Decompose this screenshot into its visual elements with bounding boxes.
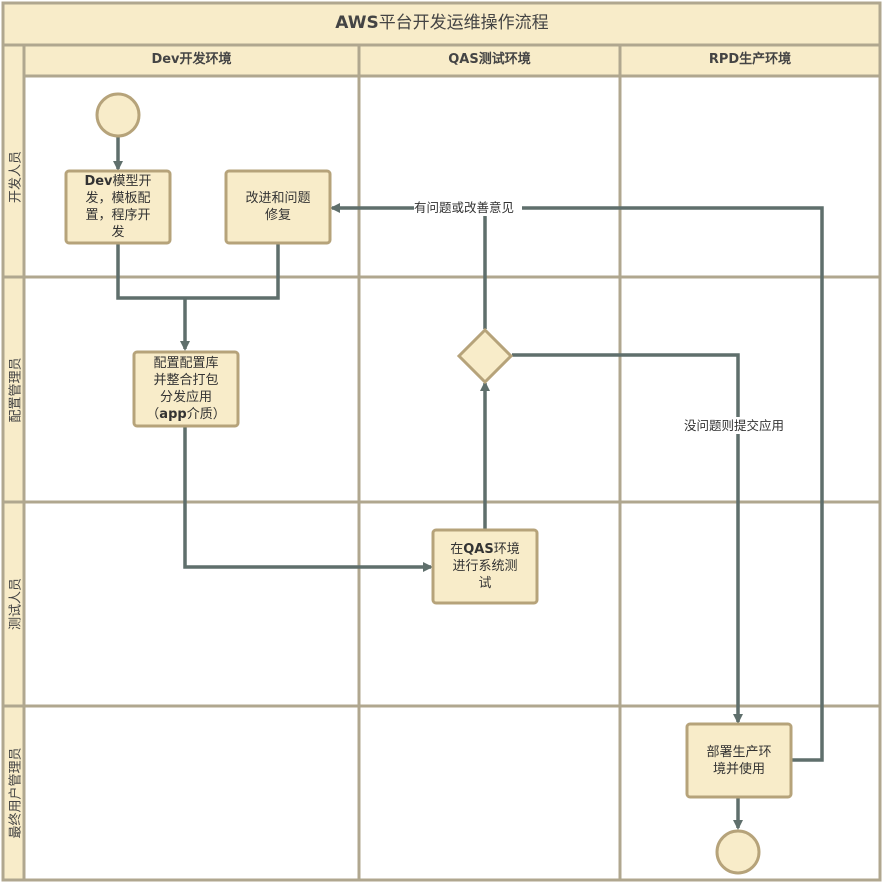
deploy-label: 部署生产环 境并使用 (689, 726, 789, 795)
column-header-bar (22, 43, 882, 78)
edge-label-feedback: 有问题或改善意见 (414, 199, 522, 216)
lane-header-developer: 开发人员 (4, 76, 24, 277)
edge-fix-merge (185, 244, 280, 300)
lane-header-config-admin: 配置管理员 (4, 277, 24, 502)
lane-label: 配置管理员 (8, 356, 24, 423)
edge-config-to-qas (183, 426, 433, 572)
config-text: 配置配置库 并整合打包 分发应用 （app介质） (146, 356, 226, 422)
qas-test-node (431, 528, 539, 605)
edge-dev-merge (116, 244, 185, 300)
fix-label: 改进和问题 修复 (228, 173, 328, 241)
dev-model-text: Dev模型开 发，模板配 置，程序开 发 (84, 174, 152, 240)
dev-model-node (64, 169, 172, 245)
column-header-rpd: RPD生产环境 (708, 52, 792, 67)
lane-label: 测试人员 (8, 577, 24, 631)
decision-node (456, 327, 514, 385)
edge-deploy-feedback (485, 206, 824, 762)
deploy-text: 部署生产环 境并使用 (706, 744, 772, 777)
fix-node (224, 169, 332, 245)
lane-header-tester: 测试人员 (4, 502, 24, 706)
lane-header-end-user-admin: 最终用户管理员 (4, 706, 24, 880)
fix-text: 改进和问题 修复 (245, 191, 311, 223)
lane-label: 最终用户管理员 (8, 747, 24, 839)
config-label: 配置配置库 并整合打包 分发应用 （app介质） (136, 354, 236, 424)
edge-decision-to-deploy (512, 353, 743, 724)
column-header-dev: Dev开发环境 (151, 52, 232, 67)
config-node (132, 350, 240, 428)
diagram-title: AWS平台开发运维操作流程 (335, 13, 549, 33)
qas-test-label: 在QAS环境 进行系统测 试 (435, 532, 535, 601)
dev-model-label: Dev模型开 发，模板配 置，程序开 发 (68, 173, 168, 241)
edge-decision-to-fix (330, 203, 487, 329)
column-header-qas: QAS测试环境 (448, 52, 531, 67)
end-node (715, 829, 761, 875)
qas-test-text: 在QAS环境 进行系统测 试 (450, 542, 520, 591)
lane-label: 开发人员 (8, 150, 24, 203)
deploy-node (685, 722, 793, 799)
edge-label-approve: 没问题则提交应用 (684, 417, 794, 434)
start-node (95, 92, 141, 138)
